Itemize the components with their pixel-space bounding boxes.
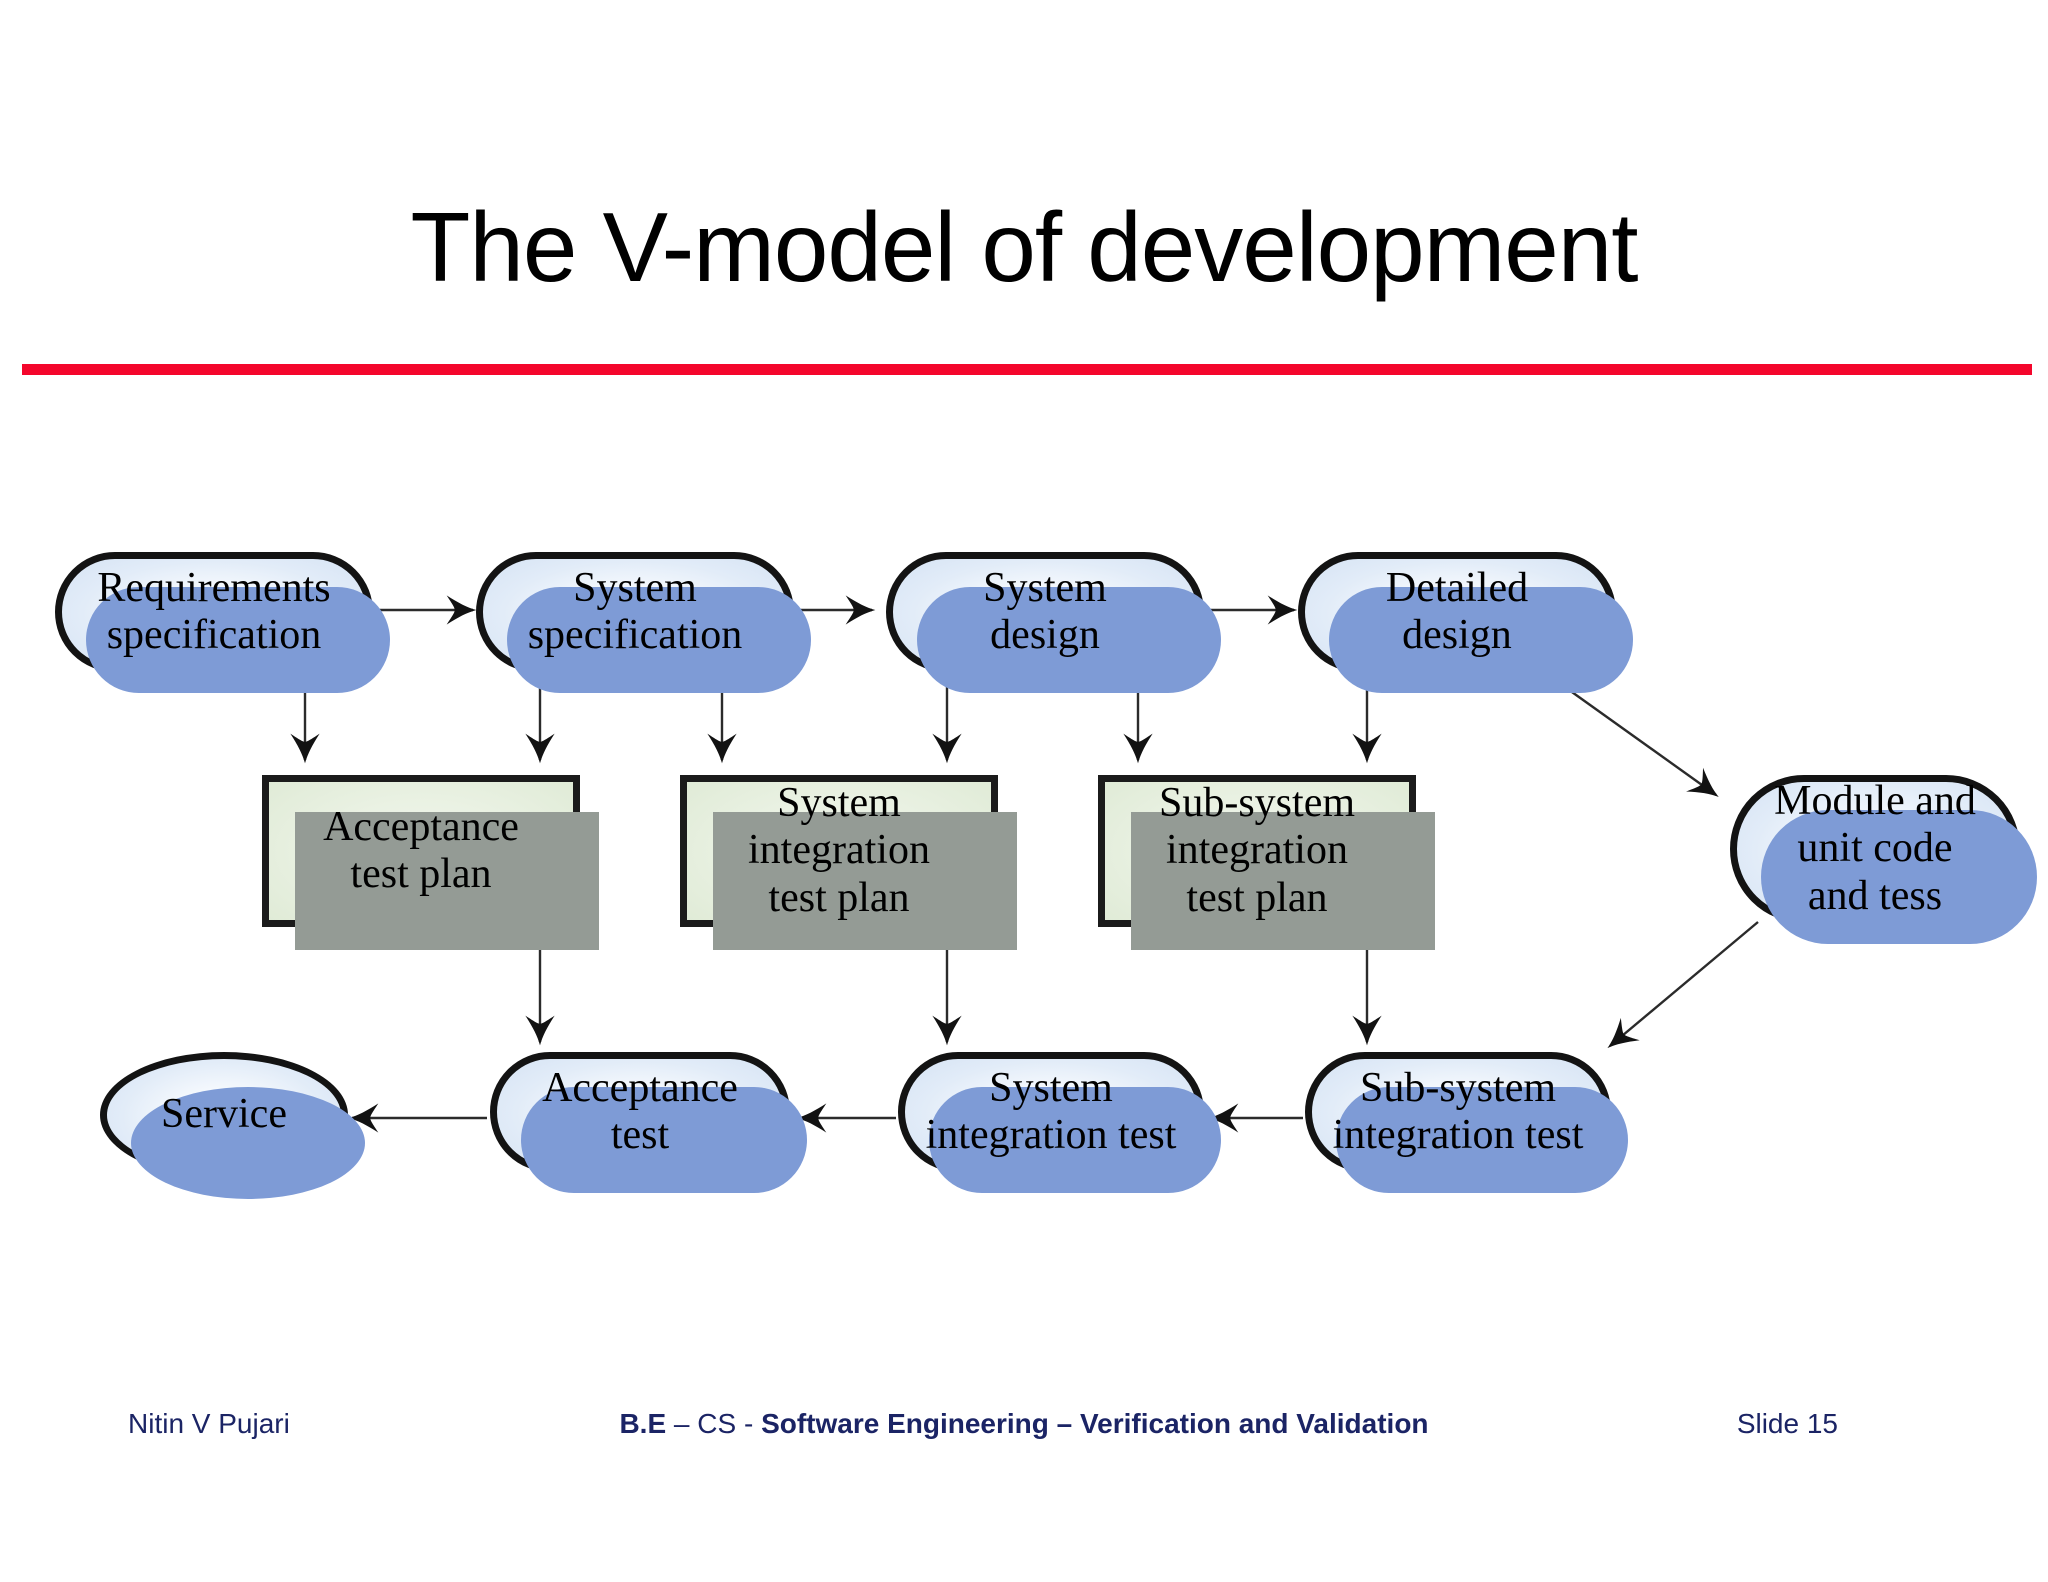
page-title: The V-model of development — [410, 192, 1639, 302]
footer-slide-number: Slide 15 — [1736, 1408, 1838, 1439]
title-divider-rule — [22, 364, 2032, 375]
footer-degree: B.E — [619, 1408, 667, 1439]
footer-course-line: B.E – CS - Software Engineering – Verifi… — [0, 1408, 2048, 1440]
slide-footer: Nitin V Pujari B.E – CS - Software Engin… — [0, 1408, 2048, 1454]
node-label: Service — [161, 1091, 287, 1138]
footer-author: Nitin V Pujari — [128, 1408, 290, 1439]
edge-module-to-subinttest — [1607, 921, 1759, 1049]
footer-subject: Software Engineering – Verification and … — [761, 1408, 1429, 1439]
footer-branch: – CS - — [666, 1408, 762, 1439]
node-service[interactable]: Service — [100, 1052, 365, 1199]
